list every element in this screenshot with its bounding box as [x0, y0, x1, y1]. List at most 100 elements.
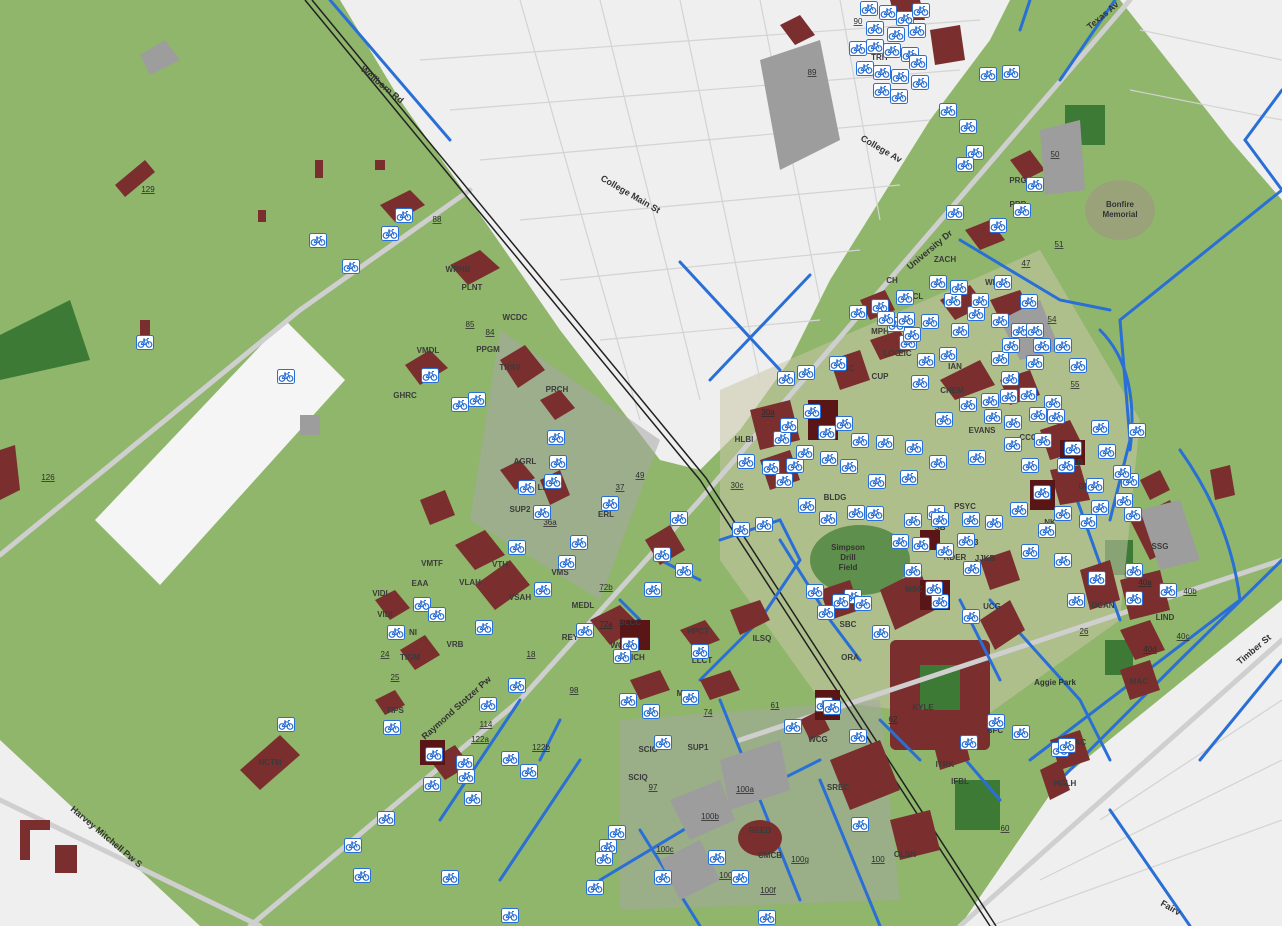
bicycle-icon[interactable]: [1091, 420, 1109, 435]
bicycle-icon[interactable]: [1125, 591, 1143, 606]
bicycle-icon[interactable]: [501, 908, 519, 923]
bicycle-icon[interactable]: [518, 480, 536, 495]
bicycle-icon[interactable]: [786, 458, 804, 473]
bicycle-icon[interactable]: [849, 41, 867, 56]
bicycle-icon[interactable]: [925, 581, 943, 596]
bicycle-icon[interactable]: [775, 473, 793, 488]
bicycle-icon[interactable]: [951, 323, 969, 338]
bicycle-icon[interactable]: [1026, 177, 1044, 192]
bicycle-icon[interactable]: [395, 208, 413, 223]
bicycle-icon[interactable]: [904, 513, 922, 528]
bicycle-icon[interactable]: [904, 563, 922, 578]
bicycle-icon[interactable]: [929, 275, 947, 290]
bicycle-icon[interactable]: [654, 870, 672, 885]
bicycle-icon[interactable]: [508, 678, 526, 693]
bicycle-icon[interactable]: [441, 870, 459, 885]
bicycle-icon[interactable]: [962, 609, 980, 624]
bicycle-icon[interactable]: [586, 880, 604, 895]
bicycle-icon[interactable]: [872, 625, 890, 640]
bicycle-icon[interactable]: [755, 517, 773, 532]
bicycle-icon[interactable]: [1012, 725, 1030, 740]
bicycle-icon[interactable]: [1033, 485, 1051, 500]
bicycle-icon[interactable]: [873, 83, 891, 98]
bicycle-icon[interactable]: [1026, 355, 1044, 370]
bicycle-icon[interactable]: [1047, 409, 1065, 424]
bicycle-icon[interactable]: [277, 369, 295, 384]
bicycle-icon[interactable]: [613, 649, 631, 664]
bicycle-icon[interactable]: [987, 714, 1005, 729]
bicycle-icon[interactable]: [1058, 738, 1076, 753]
bicycle-icon[interactable]: [642, 704, 660, 719]
bicycle-icon[interactable]: [421, 368, 439, 383]
bicycle-icon[interactable]: [956, 157, 974, 172]
bicycle-icon[interactable]: [887, 27, 905, 42]
bicycle-icon[interactable]: [866, 21, 884, 36]
bicycle-icon[interactable]: [608, 825, 626, 840]
bicycle-icon[interactable]: [428, 607, 446, 622]
bicycle-icon[interactable]: [959, 119, 977, 134]
bicycle-icon[interactable]: [994, 275, 1012, 290]
bicycle-icon[interactable]: [549, 455, 567, 470]
bicycle-icon[interactable]: [939, 103, 957, 118]
bicycle-icon[interactable]: [866, 506, 884, 521]
bicycle-icon[interactable]: [829, 356, 847, 371]
bicycle-icon[interactable]: [798, 498, 816, 513]
bicycle-icon[interactable]: [981, 393, 999, 408]
bicycle-icon[interactable]: [868, 474, 886, 489]
bicycle-icon[interactable]: [475, 620, 493, 635]
bicycle-icon[interactable]: [939, 347, 957, 362]
bicycle-icon[interactable]: [854, 596, 872, 611]
bicycle-icon[interactable]: [903, 327, 921, 342]
bicycle-icon[interactable]: [1128, 423, 1146, 438]
bicycle-icon[interactable]: [1044, 395, 1062, 410]
bicycle-icon[interactable]: [1004, 415, 1022, 430]
bicycle-icon[interactable]: [912, 3, 930, 18]
bicycle-icon[interactable]: [1098, 444, 1116, 459]
bicycle-icon[interactable]: [653, 547, 671, 562]
bicycle-icon[interactable]: [732, 522, 750, 537]
bicycle-icon[interactable]: [820, 451, 838, 466]
bicycle-icon[interactable]: [1020, 294, 1038, 309]
bicycle-icon[interactable]: [353, 868, 371, 883]
bicycle-icon[interactable]: [570, 535, 588, 550]
bicycle-icon[interactable]: [851, 817, 869, 832]
bicycle-icon[interactable]: [1002, 65, 1020, 80]
bicycle-icon[interactable]: [777, 371, 795, 386]
bicycle-icon[interactable]: [1067, 593, 1085, 608]
bicycle-icon[interactable]: [797, 365, 815, 380]
bicycle-icon[interactable]: [1057, 458, 1075, 473]
bicycle-icon[interactable]: [818, 425, 836, 440]
bicycle-icon[interactable]: [773, 431, 791, 446]
bicycle-icon[interactable]: [520, 764, 538, 779]
bicycle-icon[interactable]: [381, 226, 399, 241]
bicycle-icon[interactable]: [1091, 500, 1109, 515]
bicycle-icon[interactable]: [1054, 338, 1072, 353]
bicycle-icon[interactable]: [890, 89, 908, 104]
bicycle-icon[interactable]: [985, 515, 1003, 530]
bicycle-icon[interactable]: [1029, 407, 1047, 422]
bicycle-icon[interactable]: [959, 397, 977, 412]
bicycle-icon[interactable]: [681, 690, 699, 705]
bicycle-icon[interactable]: [1010, 502, 1028, 517]
bicycle-icon[interactable]: [835, 416, 853, 431]
bicycle-icon[interactable]: [534, 582, 552, 597]
bicycle-icon[interactable]: [413, 597, 431, 612]
bicycle-icon[interactable]: [891, 534, 909, 549]
bicycle-icon[interactable]: [909, 55, 927, 70]
bicycle-icon[interactable]: [840, 459, 858, 474]
bicycle-icon[interactable]: [1034, 433, 1052, 448]
bicycle-icon[interactable]: [1159, 583, 1177, 598]
bicycle-icon[interactable]: [957, 533, 975, 548]
bicycle-icon[interactable]: [479, 697, 497, 712]
bicycle-icon[interactable]: [758, 910, 776, 925]
bicycle-icon[interactable]: [989, 218, 1007, 233]
bicycle-icon[interactable]: [991, 351, 1009, 366]
bicycle-icon[interactable]: [866, 39, 884, 54]
bicycle-icon[interactable]: [823, 700, 841, 715]
bicycle-icon[interactable]: [873, 65, 891, 80]
bicycle-icon[interactable]: [912, 537, 930, 552]
bicycle-icon[interactable]: [900, 470, 918, 485]
bicycle-icon[interactable]: [796, 445, 814, 460]
bicycle-icon[interactable]: [849, 305, 867, 320]
bicycle-icon[interactable]: [547, 430, 565, 445]
